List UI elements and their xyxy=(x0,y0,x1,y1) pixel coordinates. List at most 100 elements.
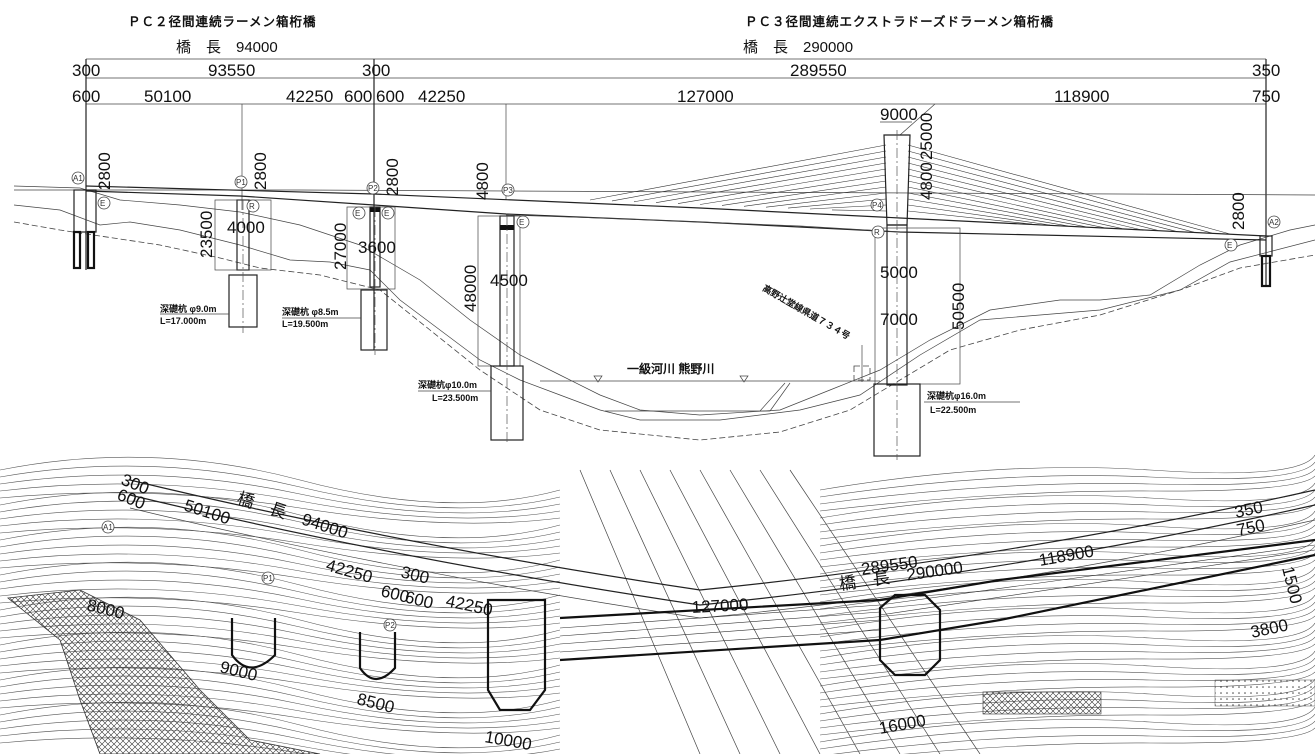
contour-line xyxy=(819,510,1315,547)
dim-600-a1: 600 xyxy=(72,87,100,106)
elevation-view: ＰＣ２径間連続ラーメン箱桁橋 橋 長 94000 ＰＣ３径間連続エクストラドーズ… xyxy=(13,14,1315,460)
stay-cable-left xyxy=(589,144,887,201)
foundation-p3: 深礎杭φ10.0m xyxy=(418,379,477,390)
pier-width-top-p4: 5000 xyxy=(880,263,918,282)
contour-line xyxy=(819,608,1315,645)
contour-line xyxy=(833,720,1315,754)
stay-cable-left xyxy=(765,192,887,208)
hatched-area-east xyxy=(982,691,1102,715)
stay-cable-right xyxy=(907,210,1033,225)
label-a2: A2 xyxy=(1269,218,1279,227)
contour-line xyxy=(0,544,561,584)
contour-line xyxy=(819,706,1315,743)
plan-label-a1: A1 xyxy=(103,523,113,532)
contour-line xyxy=(0,561,561,609)
stay-cable-left xyxy=(721,180,887,206)
contour-line xyxy=(0,526,561,574)
plan-foundation-16000: 16000 xyxy=(877,711,927,738)
pier-p2: P2 E E 2800 3600 27000 深礎杭 φ8.5m L=19.50… xyxy=(282,158,402,355)
dim-289550: 289550 xyxy=(790,61,847,80)
river-contour xyxy=(759,469,941,754)
stay-cable-right xyxy=(907,186,1105,228)
dim-50100: 50100 xyxy=(144,87,191,106)
abutment-a2: A2 E 2800 xyxy=(1224,192,1281,288)
contour-line xyxy=(819,538,1315,575)
contour-line xyxy=(819,573,1315,610)
stay-cable-right xyxy=(907,168,1159,231)
contour-line xyxy=(0,491,561,539)
contour-line xyxy=(819,517,1315,554)
stay-cable-left xyxy=(787,198,887,209)
contour-line xyxy=(819,545,1315,582)
stay-cable-right xyxy=(907,150,1213,234)
stay-cable-right xyxy=(907,156,1195,233)
plan-dim-3800: 3800 xyxy=(1249,615,1290,641)
foundations-plan xyxy=(230,593,942,712)
contour-line xyxy=(819,503,1315,540)
bearing-p1: R xyxy=(249,202,255,211)
stay-cable-left xyxy=(655,162,887,203)
contour-line xyxy=(819,664,1315,701)
stay-cable-right xyxy=(907,180,1123,229)
contour-line xyxy=(819,629,1315,666)
foundation-p2: 深礎杭 φ8.5m xyxy=(282,306,338,317)
deck-depth-a2: 2800 xyxy=(1229,192,1248,230)
contour-line xyxy=(819,699,1315,736)
dim-350: 350 xyxy=(1252,61,1280,80)
plan-dim-1500: 1500 xyxy=(1278,564,1306,605)
dim-42250-right: 42250 xyxy=(418,87,465,106)
contour-line xyxy=(0,535,561,579)
foundation-length-p1: L=17.000m xyxy=(160,316,206,326)
contour-line xyxy=(819,489,1315,526)
deck-depth-a1: 2800 xyxy=(95,152,114,190)
deck-depth-p1: 2800 xyxy=(251,152,270,190)
contour-line xyxy=(819,587,1315,624)
river: 一級河川 熊野川 高野辻堂線県道７３４号 xyxy=(540,282,880,412)
right-bridge-title: ＰＣ３径間連続エクストラドーズドラーメン箱桁橋 xyxy=(745,14,1054,29)
bearing-p4: R xyxy=(874,228,880,237)
contour-line xyxy=(819,559,1315,596)
contour-line xyxy=(819,594,1315,631)
foundation-length-p2: L=19.500m xyxy=(282,319,328,329)
contour-line xyxy=(819,713,1315,750)
river-contour xyxy=(639,469,781,754)
deck-depth-p4: 4800 xyxy=(917,162,936,200)
label-a1: A1 xyxy=(73,174,83,183)
contour-line xyxy=(0,474,561,514)
left-bridge-title: ＰＣ２径間連続ラーメン箱桁橋 xyxy=(128,14,317,29)
dim-300-mid: 300 xyxy=(362,61,390,80)
stay-cable-right xyxy=(907,144,1231,235)
tower-height-p4: 25000 xyxy=(917,113,936,160)
contour-line xyxy=(819,615,1315,652)
contour-line xyxy=(819,566,1315,603)
bearing-p2-right: E xyxy=(384,209,389,218)
contour-line xyxy=(819,636,1315,673)
pier-p4: 9000 25000 4800 P4 R 5000 7000 50500 深礎杭… xyxy=(870,105,1020,460)
contour-line xyxy=(819,468,1315,505)
plan-foundation-9000: 9000 xyxy=(218,657,259,685)
pier-p1: P1 R 2800 4000 23500 深礎杭 φ9.0m L=17.000m xyxy=(160,152,272,333)
plan-dim-42250-right: 42250 xyxy=(444,591,494,619)
river-contour xyxy=(729,469,901,754)
plan-dim-300-p2: 300 xyxy=(399,562,431,587)
river-contour xyxy=(669,469,821,754)
dim-750: 750 xyxy=(1252,87,1280,106)
pier-height-p2: 27000 xyxy=(331,223,350,270)
label-p4: P4 xyxy=(872,201,882,210)
label-p2: P2 xyxy=(368,184,378,193)
plan-foundation-8500: 8500 xyxy=(355,689,396,717)
stay-cable-left xyxy=(699,174,887,205)
bearing-a1: E xyxy=(100,199,105,208)
river-contour xyxy=(579,469,701,754)
plan-label-p1: P1 xyxy=(263,574,273,583)
bearing-p3: E xyxy=(519,218,524,227)
deck-depth-p2: 2800 xyxy=(383,158,402,196)
stay-cable-right xyxy=(907,174,1141,230)
contour-line xyxy=(819,601,1315,638)
hatched-area-west xyxy=(7,589,321,754)
deck-depth-p3: 4800 xyxy=(473,162,492,200)
foundation-length-p4: L=22.500m xyxy=(930,405,976,415)
terrain-contours xyxy=(0,454,1315,754)
label-p3: P3 xyxy=(503,186,513,195)
